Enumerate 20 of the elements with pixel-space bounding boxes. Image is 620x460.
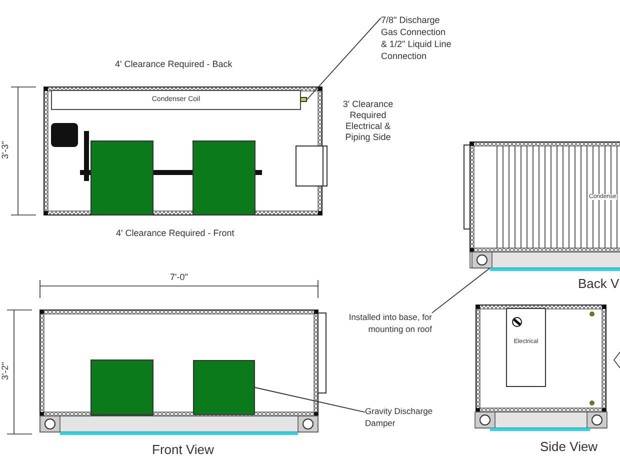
dimension-text: 3'-2" [0,362,10,380]
dimension-text: 3'-3" [0,141,10,159]
connection-stub [300,97,307,102]
leader-line [306,17,382,100]
callout-text: 7/8" Discharge Gas Connection & 1/2" Liquid Line Connection [381,14,453,62]
callout-text: Installed into base, for mounting on roof [330,311,432,335]
damper-box [193,360,255,415]
callout-text: Gravity Discharge Damper [365,405,455,429]
view-title: Side View [540,439,598,454]
dimension-text: 7'-0" [170,272,188,282]
clearance-note: 4' Clearance Required - Back [115,59,232,69]
leader-line [432,268,490,314]
styrofoam-base [490,268,620,271]
electrical-box [506,308,546,387]
condenser-coil-box [51,90,301,110]
leader-line [254,387,366,413]
view-title: Front View [152,442,214,457]
view-title: Back V [578,276,620,291]
clearance-note: 3' Clearance Required Electrical & Piping Side [342,99,394,143]
clearance-note: 4' Clearance Required - Front [116,228,234,238]
